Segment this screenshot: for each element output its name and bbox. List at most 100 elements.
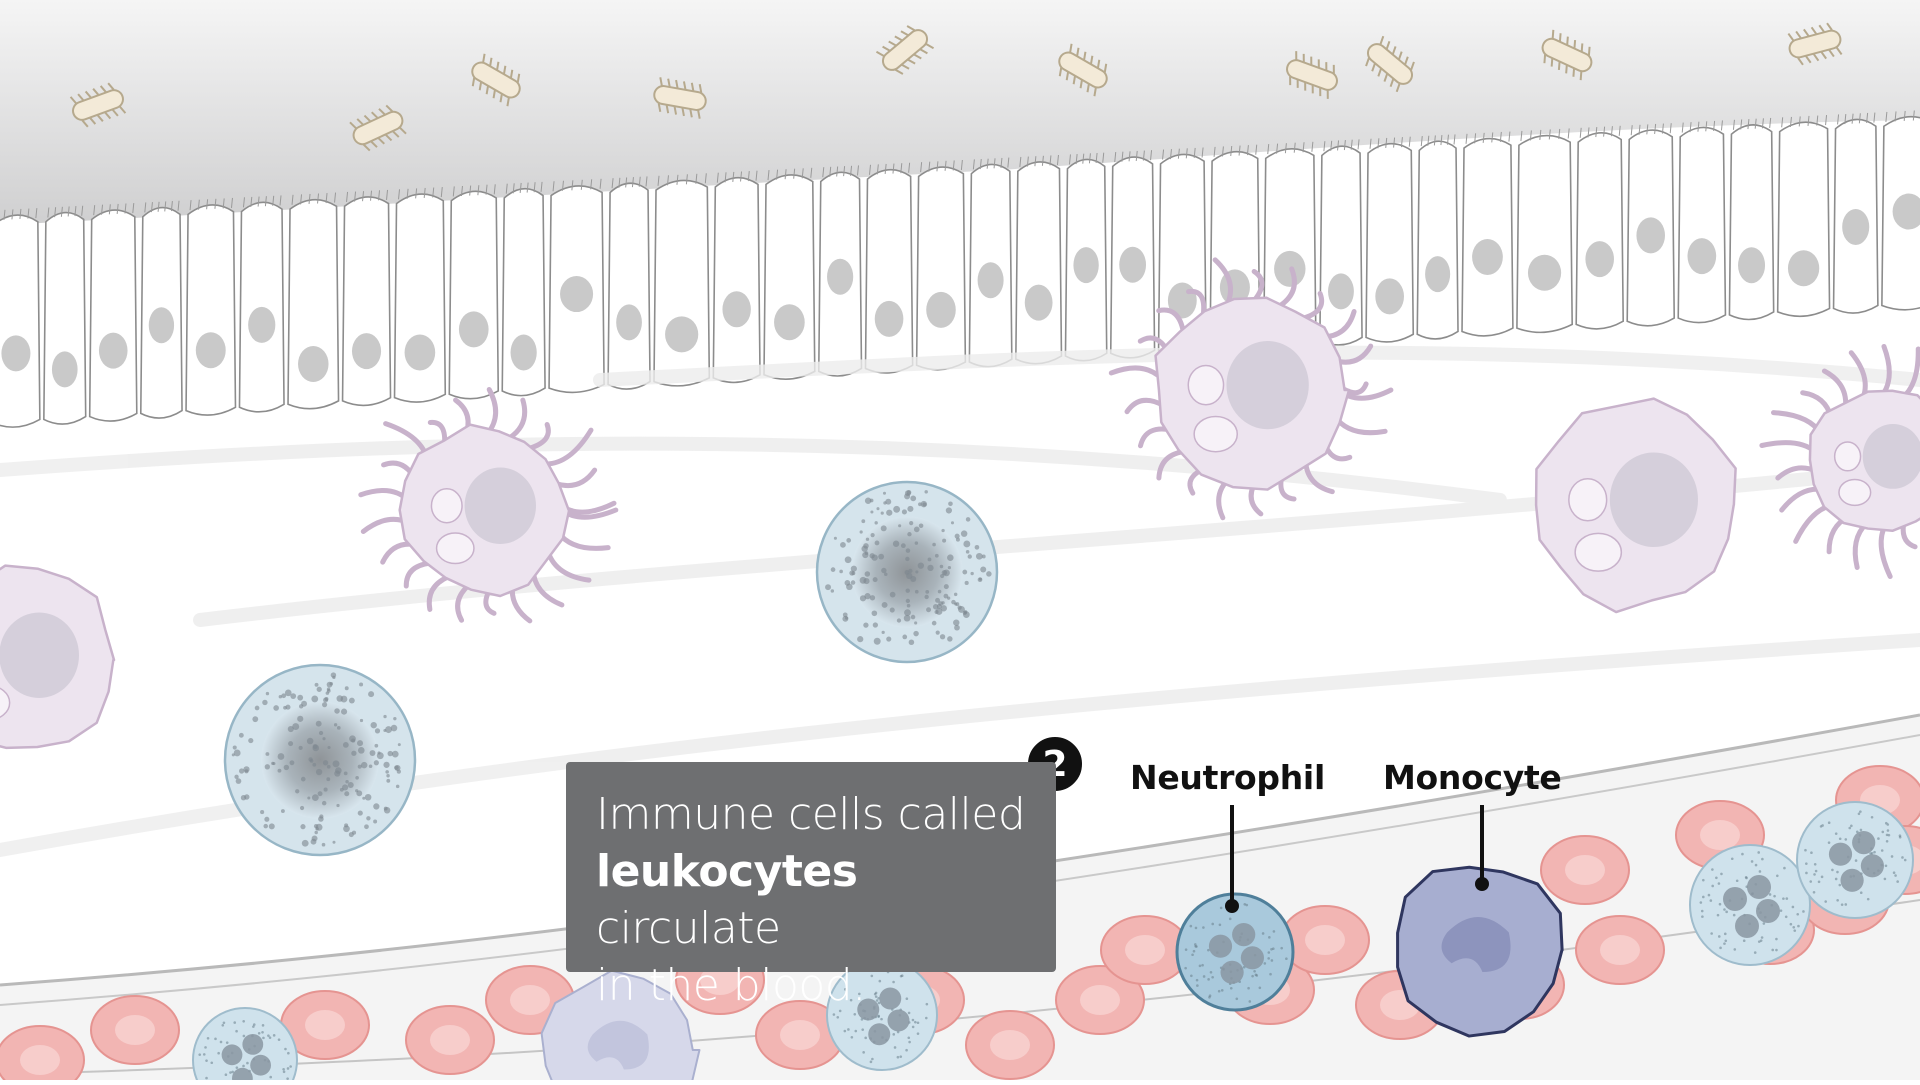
- airway-lumen: [0, 0, 1920, 225]
- vacuole: [1838, 478, 1872, 507]
- epithelial-cell: [1677, 120, 1727, 324]
- epithelium-layer: [0, 110, 1920, 428]
- nucleus: [195, 332, 226, 369]
- bacterium: [1787, 22, 1843, 66]
- epithelial-cell: [1319, 139, 1363, 346]
- vacuole: [435, 532, 475, 565]
- bacterium: [1541, 29, 1593, 81]
- granulocyte: [223, 663, 417, 857]
- nucleus: [616, 304, 642, 341]
- macrophage-group: [0, 257, 1920, 750]
- caption-line-2-rest: circulate: [596, 903, 781, 954]
- epithelial-cell: [1365, 136, 1415, 343]
- epithelial-cell: [653, 173, 711, 387]
- granulocyte: [815, 480, 999, 664]
- bacterium: [1365, 35, 1415, 93]
- nucleus: [248, 306, 276, 343]
- vacuole: [1574, 532, 1623, 572]
- nucleus: [261, 701, 379, 819]
- epithelial-cell: [548, 178, 605, 394]
- macrophage: [358, 387, 619, 624]
- nucleus: [560, 276, 594, 313]
- monocyte-leader-dot: [1475, 877, 1489, 891]
- epithelial-cell: [1626, 123, 1676, 327]
- red-blood-cell: [90, 995, 180, 1065]
- epithelial-cell: [1776, 115, 1831, 318]
- labelled-monocyte: [1396, 865, 1564, 1038]
- epithelial-cell: [341, 189, 392, 407]
- epithelial-cell: [1881, 110, 1920, 311]
- nucleus: [298, 345, 329, 382]
- bacterium: [471, 53, 521, 107]
- epithelial-cell: [1461, 131, 1514, 337]
- epithelial-cell: [1109, 150, 1156, 359]
- epithelial-cell: [1516, 128, 1573, 334]
- macrophage: [1759, 343, 1920, 580]
- nucleus: [1328, 273, 1354, 310]
- red-blood-cell: [280, 990, 370, 1060]
- nucleus-lobe: [242, 1034, 264, 1055]
- nucleus: [1375, 278, 1404, 315]
- nucleus: [722, 291, 751, 328]
- nucleus: [464, 467, 536, 544]
- nucleus-lobe: [1840, 868, 1864, 892]
- nucleus: [926, 291, 956, 328]
- nucleus: [587, 1020, 649, 1070]
- labelled-neutrophil: [1175, 892, 1295, 1012]
- nucleus: [404, 334, 436, 371]
- caption-line-1: Immune cells called: [596, 789, 1026, 840]
- epithelial-cell: [1015, 154, 1063, 365]
- nucleus: [148, 307, 175, 344]
- epithelial-cell: [238, 195, 285, 413]
- nucleus: [1, 335, 31, 372]
- nucleus: [1862, 424, 1920, 489]
- nucleus-lobe: [1828, 842, 1853, 866]
- nucleus: [774, 304, 805, 341]
- vacuole: [1833, 441, 1862, 472]
- epithelial-cell: [185, 197, 237, 416]
- nucleus: [1226, 341, 1309, 430]
- neutrophil-leader-dot: [1225, 899, 1239, 913]
- nucleus: [1738, 247, 1766, 284]
- nucleus: [1472, 238, 1503, 275]
- caption-line-2: leukocytes circulate: [596, 843, 1026, 957]
- nucleus: [1425, 256, 1451, 293]
- nucleus-lobe: [1208, 934, 1233, 958]
- monocyte: [540, 969, 701, 1085]
- epithelial-cell: [1416, 134, 1459, 340]
- neutrophil: [1796, 801, 1914, 919]
- caption-line-3: in the blood.: [596, 960, 866, 1011]
- red-blood-cell: [1055, 965, 1145, 1035]
- macrophage: [1108, 257, 1394, 521]
- bacterium: [653, 77, 707, 119]
- nucleus-lobe: [1735, 914, 1759, 938]
- vacuole: [1568, 478, 1608, 522]
- nucleus: [458, 311, 489, 348]
- nucleus: [1892, 193, 1920, 230]
- epithelial-cell: [139, 200, 183, 419]
- neutrophil: [1689, 844, 1811, 966]
- epithelial-cell: [1064, 152, 1108, 362]
- blood-vessel: [0, 713, 1920, 1085]
- nucleus: [1119, 246, 1147, 283]
- nucleus: [977, 262, 1004, 299]
- red-blood-cell: [755, 1000, 845, 1070]
- nucleus-lobe: [1747, 875, 1771, 899]
- epithelial-cell: [915, 159, 967, 371]
- bacterium: [1286, 51, 1338, 99]
- red-blood-cell: [965, 1010, 1055, 1080]
- tissue-granulocyte-group: [223, 480, 999, 857]
- nucleus: [51, 351, 78, 388]
- monocyte-label: Monocyte: [1383, 758, 1562, 797]
- neutrophil-leader-line: [1230, 805, 1234, 905]
- monocyte-leader-line: [1480, 805, 1484, 883]
- nucleus: [1073, 247, 1099, 284]
- nucleus-lobe: [1852, 831, 1876, 855]
- red-blood-cell: [1540, 835, 1630, 905]
- neutrophil-label: Neutrophil: [1130, 758, 1325, 797]
- nucleus: [1527, 254, 1562, 291]
- epithelial-cell: [1832, 112, 1879, 314]
- bacterium: [349, 104, 407, 152]
- bacterium: [875, 25, 935, 75]
